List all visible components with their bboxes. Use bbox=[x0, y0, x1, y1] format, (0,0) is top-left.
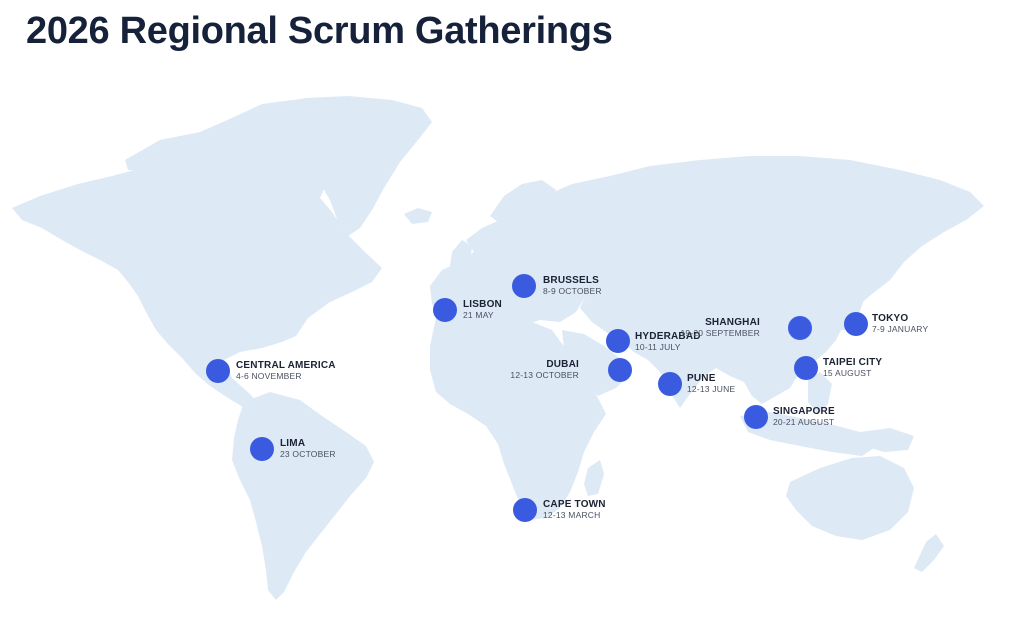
landmass-arctic-islands bbox=[125, 100, 318, 172]
marker-dot[interactable] bbox=[606, 329, 630, 353]
marker-label: SHANGHAI 19-20 SEPTEMBER bbox=[680, 317, 760, 338]
city-name: PUNE bbox=[687, 373, 716, 384]
marker-label: CENTRAL AMERICA 4-6 NOVEMBER bbox=[236, 360, 336, 381]
marker-label: BRUSSELS 8-9 OCTOBER bbox=[543, 275, 602, 296]
city-name: TAIPEI CITY bbox=[823, 357, 883, 368]
landmass-africa bbox=[430, 314, 606, 520]
city-name: LIMA bbox=[280, 438, 306, 449]
marker-label: TAIPEI CITY 15 AUGUST bbox=[823, 357, 882, 378]
marker-label: LIMA 23 OCTOBER bbox=[280, 438, 336, 459]
marker-dot[interactable] bbox=[250, 437, 274, 461]
landmass-scandinavia bbox=[490, 180, 556, 228]
event-date: 19-20 SEPTEMBER bbox=[680, 327, 760, 338]
landmass-new-guinea bbox=[860, 428, 914, 452]
marker-dot[interactable] bbox=[206, 359, 230, 383]
marker-label: HYDERABAD 10-11 JULY bbox=[635, 331, 701, 352]
marker-dot[interactable] bbox=[513, 498, 537, 522]
marker-label: DUBAI 12-13 OCTOBER bbox=[510, 359, 579, 380]
marker-dot[interactable] bbox=[794, 356, 818, 380]
landmass-british-isles bbox=[450, 240, 472, 272]
event-date: 12-13 JUNE bbox=[687, 383, 736, 394]
marker-label: LISBON 21 MAY bbox=[463, 299, 502, 320]
page-title: 2026 Regional Scrum Gatherings bbox=[26, 10, 613, 52]
event-date: 15 AUGUST bbox=[823, 367, 872, 378]
marker-label: SINGAPORE 20-21 AUGUST bbox=[773, 406, 835, 427]
landmass-greenland bbox=[270, 96, 432, 236]
event-date: 10-11 JULY bbox=[635, 341, 681, 352]
landmass-madagascar bbox=[584, 460, 604, 496]
event-date: 8-9 OCTOBER bbox=[543, 285, 602, 296]
landmass-arabia bbox=[562, 330, 628, 396]
marker-dot[interactable] bbox=[788, 316, 812, 340]
event-date: 12-13 OCTOBER bbox=[510, 369, 579, 380]
city-name: BRUSSELS bbox=[543, 275, 600, 286]
event-date: 21 MAY bbox=[463, 309, 494, 320]
event-date: 7-9 JANUARY bbox=[872, 323, 929, 334]
marker-dot[interactable] bbox=[608, 358, 632, 382]
city-name: HYDERABAD bbox=[635, 331, 701, 342]
marker-label: CAPE TOWN 12-13 MARCH bbox=[543, 499, 606, 520]
city-name: DUBAI bbox=[546, 359, 579, 370]
event-date: 23 OCTOBER bbox=[280, 448, 336, 459]
landmass-europe bbox=[430, 200, 592, 326]
event-date: 4-6 NOVEMBER bbox=[236, 370, 302, 381]
landmass-australia bbox=[786, 456, 914, 540]
city-name: CAPE TOWN bbox=[543, 499, 606, 510]
marker-label: TOKYO 7-9 JANUARY bbox=[872, 313, 928, 334]
city-name: LISBON bbox=[463, 299, 502, 310]
marker-dot[interactable] bbox=[844, 312, 868, 336]
marker-dot[interactable] bbox=[433, 298, 457, 322]
event-date: 12-13 MARCH bbox=[543, 509, 601, 520]
marker-dot[interactable] bbox=[744, 405, 768, 429]
landmass-indonesia bbox=[740, 412, 880, 456]
event-date: 20-21 AUGUST bbox=[773, 416, 835, 427]
city-name: CENTRAL AMERICA bbox=[236, 360, 336, 371]
city-name: TOKYO bbox=[872, 313, 909, 324]
landmass-new-zealand bbox=[914, 534, 944, 572]
marker-dot[interactable] bbox=[512, 274, 536, 298]
landmass-south-america bbox=[232, 392, 374, 600]
city-name: SINGAPORE bbox=[773, 406, 835, 417]
landmass-iceland bbox=[404, 208, 432, 224]
marker-label: PUNE 12-13 JUNE bbox=[687, 373, 735, 394]
landmass-north-america bbox=[12, 120, 382, 410]
marker-dot[interactable] bbox=[658, 372, 682, 396]
landmass-asia bbox=[540, 156, 984, 408]
city-name: SHANGHAI bbox=[705, 317, 760, 328]
landmass-philippines bbox=[808, 372, 832, 414]
